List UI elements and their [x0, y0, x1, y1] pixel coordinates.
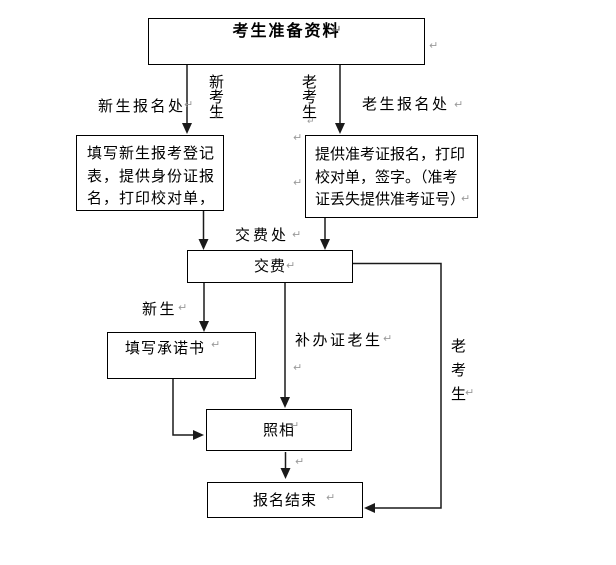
node-new-registration-line1: 填写新生报考登记 — [87, 144, 216, 162]
node-prepare-materials: 考生准备资料 — [148, 18, 425, 65]
label-old-registration-desk: 老生报名处 — [362, 95, 450, 113]
paragraph-mark: ↵ — [286, 259, 296, 272]
paragraph-mark: ↵ — [290, 419, 300, 432]
paragraph-mark: ↵ — [326, 491, 336, 504]
node-old-registration-line3: 证丢失提供准考证号） — [315, 190, 466, 208]
label-new-registration-desk: 新生报名处 — [98, 97, 186, 115]
paragraph-mark: ↵ — [307, 117, 315, 127]
node-finish-label: 报名结束 — [252, 490, 317, 509]
paragraph-mark: ↵ — [295, 455, 305, 468]
arrowhead-down-icon — [335, 123, 345, 134]
node-finish: 报名结束 — [207, 482, 363, 518]
paragraph-mark: ↵ — [184, 98, 194, 111]
arrowhead-right-icon — [193, 430, 204, 440]
label-old-candidate-side: 老考生 — [449, 338, 467, 410]
paragraph-mark: ↵ — [178, 301, 188, 314]
node-photo: 照相 — [206, 409, 352, 451]
paragraph-mark: ↵ — [293, 131, 303, 144]
label-reissue-old-student: 补办证老生 — [295, 331, 383, 349]
paragraph-mark: ↵ — [331, 23, 342, 38]
node-old-registration: 提供准考证报名，打印 校对单，签字。（准考 证丢失提供准考证号） — [305, 135, 478, 218]
paragraph-mark: ↵ — [293, 361, 303, 374]
node-prepare-label: 考生准备资料 — [232, 21, 341, 40]
paragraph-mark: ↵ — [211, 338, 221, 351]
paragraph-mark: ↵ — [214, 112, 222, 122]
arrowhead-down-icon — [280, 397, 290, 408]
arrowhead-down-icon — [199, 321, 209, 332]
arrowhead-left-icon — [364, 503, 375, 513]
paragraph-mark: ↵ — [293, 176, 303, 189]
label-pay-desk: 交费处 — [235, 226, 290, 244]
node-old-registration-line2: 校对单，签字。（准考 — [315, 167, 458, 186]
label-new-candidate-vertical: 新考生 — [207, 74, 225, 119]
paragraph-mark: ↵ — [454, 98, 464, 111]
paragraph-mark: ↵ — [429, 39, 439, 52]
arrowhead-down-icon — [280, 468, 291, 479]
paragraph-mark: ↵ — [465, 386, 475, 399]
paragraph-mark: ↵ — [461, 192, 471, 205]
arrow-pay-to-finish-line — [353, 262, 442, 509]
node-new-registration: 填写新生报考登记 表，提供身份证报 名，打印校对单， — [76, 135, 224, 211]
arrowhead-down-icon — [182, 123, 192, 134]
arrowhead-down-icon — [198, 239, 209, 250]
node-photo-label: 照相 — [262, 420, 295, 439]
node-new-registration-line2: 表，提供身份证报 — [87, 166, 216, 185]
node-pay-fee: 交费 — [187, 250, 353, 283]
label-new-student: 新生 — [142, 300, 178, 318]
node-commitment-letter: 填写承诺书 — [107, 332, 256, 379]
paragraph-mark: ↵ — [292, 228, 302, 241]
node-commitment-letter-label: 填写承诺书 — [125, 339, 206, 357]
paragraph-mark: ↵ — [383, 332, 393, 345]
node-pay-fee-label: 交费 — [253, 257, 286, 276]
node-new-registration-line3: 名，打印校对单， — [87, 189, 216, 207]
arrow-commitment-to-photo-line — [172, 379, 194, 436]
label-old-candidate-vertical: 老考生 — [300, 74, 318, 119]
node-old-registration-line1: 提供准考证报名，打印 — [315, 145, 466, 163]
arrowhead-down-icon — [320, 239, 330, 250]
